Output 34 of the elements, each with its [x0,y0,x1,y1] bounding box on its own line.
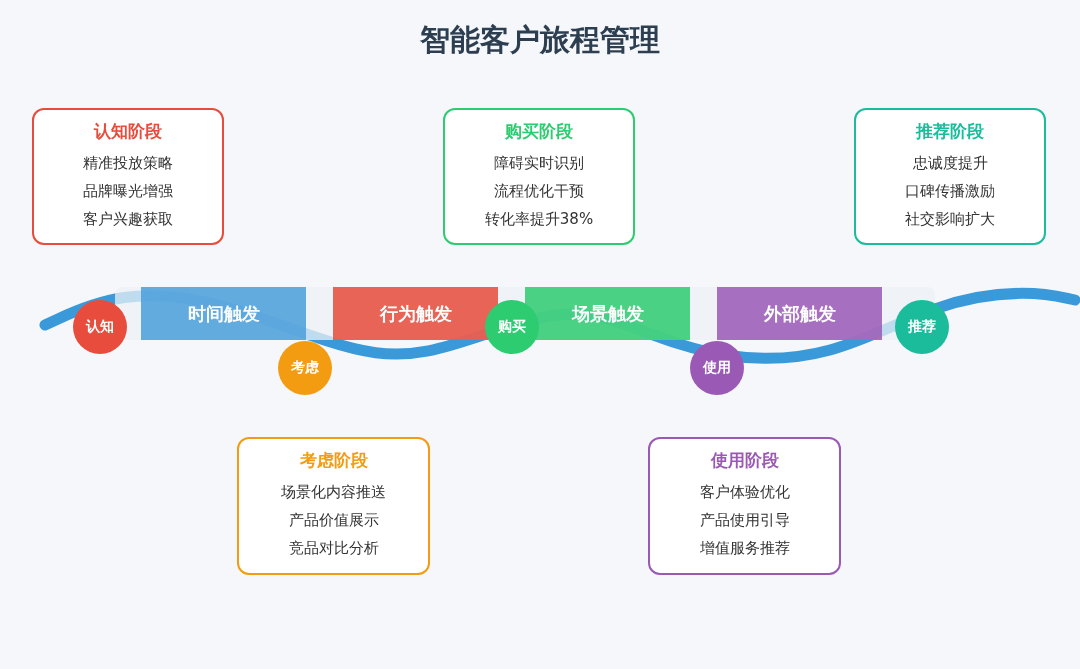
stage-heading: 考虑阶段 [299,449,368,472]
stage-heading: 购买阶段 [505,120,573,143]
stage-heading: 推荐阶段 [916,120,984,143]
stage-item: 社交影响扩大 [905,209,995,230]
stage-circle: 考虑 [278,341,332,395]
stage-item: 场景化内容推送 [281,482,386,503]
trigger-bar: 时间触发 [141,287,306,340]
stage-item: 品牌曝光增强 [83,181,173,202]
stage-item: 客户兴趣获取 [83,209,173,230]
stage-item: 竞品对比分析 [288,538,379,559]
stage-item: 障碍实时识别 [494,153,584,174]
stage-circle: 认知 [73,300,127,354]
trigger-bar: 场景触发 [525,287,690,340]
stage-heading: 认知阶段 [94,120,162,143]
stage-card [443,108,635,245]
diagram-title: 智能客户旅程管理 [419,21,661,59]
stage-item: 口碑传播激励 [905,181,995,202]
stage-card [32,108,224,245]
trigger-bar: 外部触发 [717,287,882,340]
stage-heading: 使用阶段 [710,449,779,472]
stage-item: 忠诚度提升 [912,153,988,174]
stage-card [648,437,841,575]
stage-item: 产品价值展示 [288,510,379,531]
stage-card [854,108,1046,245]
stage-circle: 使用 [690,341,744,395]
trigger-bar: 行为触发 [333,287,498,340]
stage-item: 增值服务推荐 [699,538,790,559]
stage-item: 流程优化干预 [494,181,584,202]
stage-item: 转化率提升38% [484,209,594,230]
stage-item: 产品使用引导 [699,510,790,531]
stage-card [237,437,430,575]
stage-item: 精准投放策略 [83,153,173,174]
stage-circle: 推荐 [895,300,949,354]
stage-item: 客户体验优化 [699,482,790,503]
